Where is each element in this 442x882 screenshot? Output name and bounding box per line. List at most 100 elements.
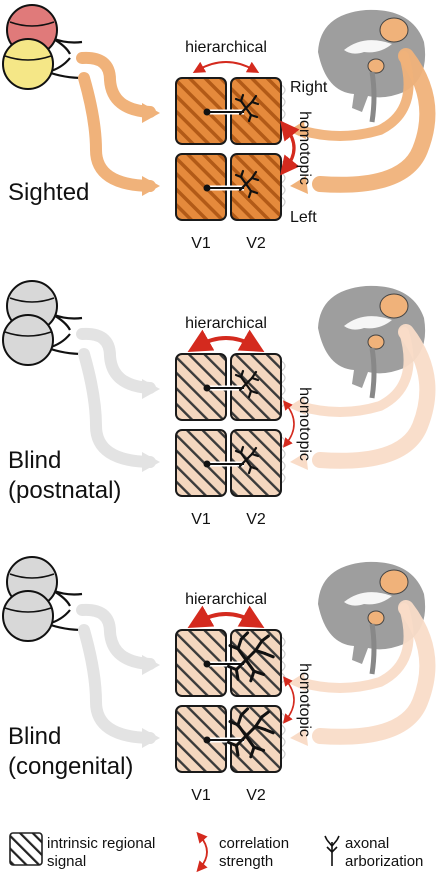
arbor-branch xyxy=(250,94,258,104)
neuron-soma xyxy=(203,736,211,744)
optic-pathway-upper xyxy=(76,51,156,118)
arbor-branch xyxy=(236,647,248,662)
cortical-arrowhead-lower xyxy=(290,452,308,470)
brain-stem xyxy=(369,623,377,675)
arbor-branch xyxy=(234,449,243,455)
neuron-soma xyxy=(203,660,211,668)
eye-upper-lid xyxy=(9,21,55,27)
arbor-branch xyxy=(250,452,260,458)
area-v2-label: V2 xyxy=(246,511,266,528)
arbor-branch xyxy=(247,389,253,399)
arbor-branch xyxy=(239,99,248,110)
axonal-arbor xyxy=(234,369,260,399)
eye-lower xyxy=(2,590,54,642)
arbor-branch xyxy=(244,734,256,749)
condition-label-line-1: Blind xyxy=(8,447,61,474)
homotopic-arrow xyxy=(283,676,295,724)
brain-corpus-callosum xyxy=(344,592,392,606)
arbor-branch xyxy=(249,669,256,683)
area-v1-label: V1 xyxy=(191,235,211,252)
cortical-pathway xyxy=(312,600,436,745)
arbor-branch xyxy=(244,176,254,186)
arbor-branch xyxy=(250,100,260,106)
arbor-branch xyxy=(244,724,258,738)
hierarchical-arrow xyxy=(192,61,260,73)
arbor-branch xyxy=(239,631,250,641)
axonal-arbor xyxy=(234,93,260,123)
brain-stem xyxy=(369,347,377,399)
axonal-arbor xyxy=(234,169,260,199)
optic-chiasm-lines xyxy=(47,312,85,356)
brain-corpus-callosum xyxy=(344,316,392,330)
area-v1-label: V1 xyxy=(191,787,211,804)
arbor-branch xyxy=(250,170,258,180)
arbor-branch xyxy=(244,376,254,386)
neuron-soma xyxy=(203,108,211,116)
hemisphere-right-label: Right xyxy=(290,79,328,96)
arbor-branch xyxy=(239,175,248,186)
arbor-branch xyxy=(244,658,256,673)
eyes-group xyxy=(2,556,85,642)
hierarchical-arrow xyxy=(187,329,265,352)
eye-lower xyxy=(2,314,54,366)
cortical-pathway xyxy=(312,48,436,193)
area-v2-label: V2 xyxy=(246,235,266,252)
arbor-branch xyxy=(234,97,243,103)
arbor-branch xyxy=(260,634,270,643)
homotopic-label: homotopic xyxy=(296,387,313,461)
arbor-branch xyxy=(234,373,243,379)
arbor-branch xyxy=(234,658,248,672)
arbor-branch xyxy=(244,182,253,193)
visual-area-grid xyxy=(175,353,286,497)
arbor-branch xyxy=(247,465,253,475)
arbor-branch xyxy=(254,648,267,656)
homotopic-label: homotopic xyxy=(296,111,313,185)
cortical-pathway-branch xyxy=(295,51,414,141)
eye-lower-lid xyxy=(4,55,52,61)
brain-corpus-callosum xyxy=(344,40,392,54)
optic-pathway-lower xyxy=(78,72,156,192)
arbor-branch xyxy=(228,720,240,727)
arbor-branch xyxy=(244,382,253,393)
eye-lower-lid xyxy=(4,607,52,613)
arbor-branch xyxy=(244,100,254,110)
arbor-branch xyxy=(234,734,248,748)
hierarchical-label: hierarchical xyxy=(185,39,267,56)
arbor-branch xyxy=(239,707,250,717)
optic-pathway-lower xyxy=(78,624,156,744)
arbor-branch xyxy=(254,724,267,732)
pathway-arrowhead-upper xyxy=(142,655,160,675)
arbor-branch xyxy=(236,723,248,738)
eye-lower-lid xyxy=(4,331,52,337)
arbor-branch xyxy=(228,644,240,651)
optic-pathway-upper xyxy=(76,603,156,670)
optic-pathway-upper xyxy=(76,327,156,394)
eyes-group xyxy=(2,4,85,90)
arbor-branch xyxy=(252,745,266,752)
legend-arbor: axonal arborization xyxy=(324,835,423,870)
area-v1-label: V1 xyxy=(191,511,211,528)
arbor-branch xyxy=(238,382,248,392)
arbor-branch xyxy=(249,745,256,759)
eye-upper-lid xyxy=(9,573,55,579)
legend-arbor-line-2: arborization xyxy=(345,853,423,870)
cortical-arrowhead-upper xyxy=(288,397,306,415)
arbor-branch xyxy=(250,370,258,380)
brain-cortex-highlight xyxy=(379,569,409,595)
condition-label-line-1: Blind xyxy=(8,723,61,750)
brain-cortex-highlight xyxy=(379,293,409,319)
brain-thalamus-highlight xyxy=(367,610,385,626)
cortical-arrowhead-lower xyxy=(290,728,308,746)
neuron-soma xyxy=(203,460,211,468)
cortical-pathway-branch xyxy=(295,327,414,417)
cortical-arrowhead-lower xyxy=(290,176,308,194)
area-v2-label: V2 xyxy=(246,787,266,804)
arbor-branch xyxy=(244,458,253,469)
pathway-arrowhead-lower xyxy=(142,728,160,748)
arbor-branch xyxy=(234,744,240,757)
arbor-branch xyxy=(252,669,266,676)
visual-area-grid xyxy=(175,629,286,773)
arbor-branch xyxy=(250,446,258,456)
